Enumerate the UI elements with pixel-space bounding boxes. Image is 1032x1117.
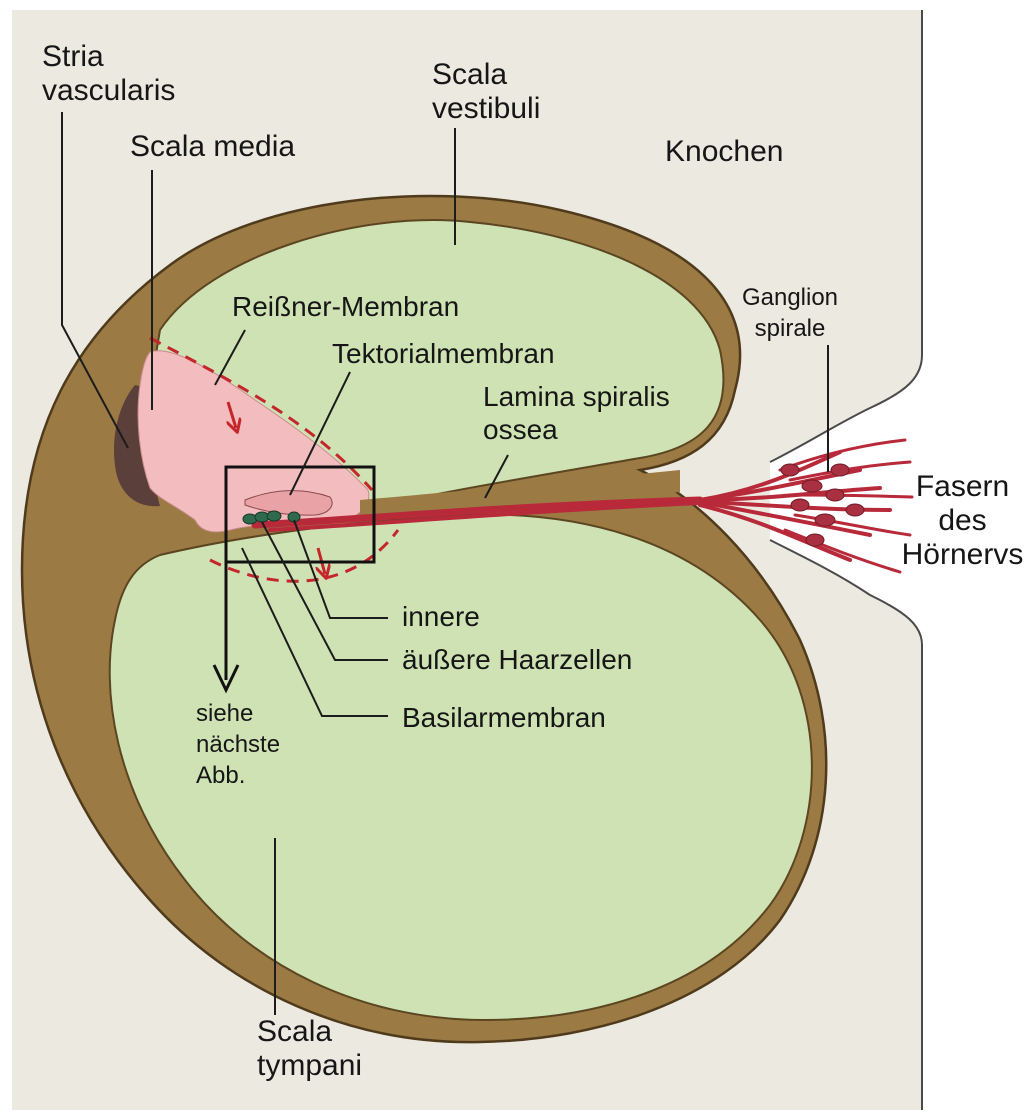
label-aeussere-haarzellen: äußere Haarzellen [402, 643, 632, 676]
label-stria-vascularis: Stria vascularis [42, 40, 175, 108]
basilar-label-text: Basilarmembran [402, 701, 606, 734]
knochen-label-text: Knochen [665, 135, 783, 169]
reissner-label-text: Reißner-Membran [232, 290, 459, 323]
label-siehe-naechste-abb: siehe nächste Abb. [196, 698, 280, 791]
label-scala-vestibuli: Scala vestibuli [432, 58, 540, 126]
des-label-line: des [895, 504, 1030, 538]
label-knochen: Knochen [665, 135, 783, 169]
spirale-label-line: spirale [730, 313, 850, 344]
scala-media-label-text: Scala media [130, 130, 295, 164]
vestibuli-label-line: vestibuli [432, 92, 540, 126]
scala-tympani-label-line: Scala [257, 1015, 362, 1049]
label-lamina-spiralis-ossea: Lamina spiralis ossea [483, 380, 670, 446]
label-scala-media: Scala media [130, 130, 295, 164]
ganglion-label-line: Ganglion [730, 282, 850, 313]
hoernervs-label-line: Hörnervs [895, 538, 1030, 572]
label-scala-tympani: Scala tympani [257, 1015, 362, 1083]
label-innere: innere [402, 600, 480, 633]
aeussere-label-text: äußere Haarzellen [402, 643, 632, 676]
naechste-label-line: nächste [196, 729, 280, 760]
label-fasern-des-hoernervs: Fasern des Hörnervs [895, 470, 1030, 572]
stria-label-line: Stria [42, 40, 175, 74]
innere-label-text: innere [402, 600, 480, 633]
tympani-label-line: tympani [257, 1049, 362, 1083]
scala-label-line: Scala [432, 58, 540, 92]
fasern-label-line: Fasern [895, 470, 1030, 504]
label-basilarmembran: Basilarmembran [402, 701, 606, 734]
siehe-label-line: siehe [196, 698, 280, 729]
tektorial-label-text: Tektorialmembran [332, 337, 555, 370]
label-ganglion-spirale: Ganglion spirale [730, 282, 850, 344]
lamina-label-line: Lamina spiralis [483, 380, 670, 413]
vascularis-label-line: vascularis [42, 74, 175, 108]
abb-label-line: Abb. [196, 760, 280, 791]
ossea-label-line: ossea [483, 413, 670, 446]
label-reissner-membran: Reißner-Membran [232, 290, 459, 323]
label-tektorialmembran: Tektorialmembran [332, 337, 555, 370]
